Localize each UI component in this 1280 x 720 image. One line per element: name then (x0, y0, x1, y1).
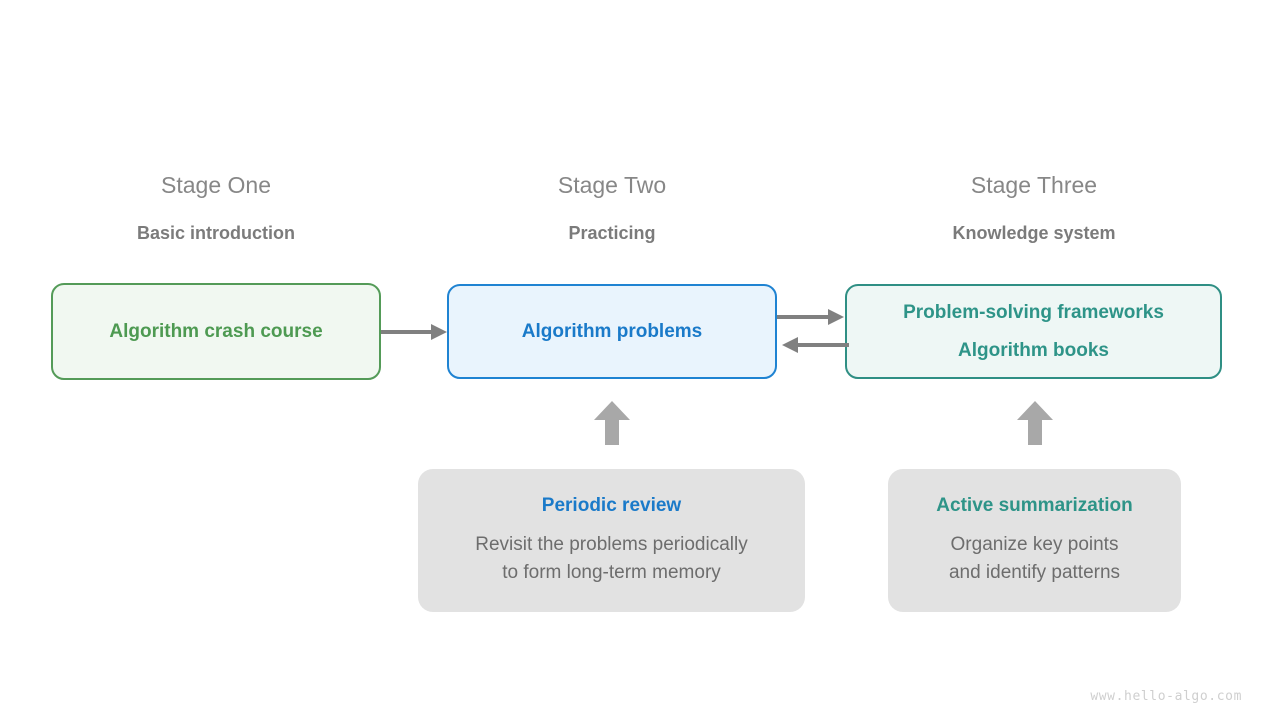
stage-three-box-line-2: Algorithm books (958, 339, 1109, 361)
stage-one-title: Stage One (161, 172, 271, 198)
stage-three-title: Stage Three (970, 172, 1098, 198)
note-periodic-review-body-line-2: to form long-term memory (502, 561, 721, 583)
arrow-stage-two-to-stage-three (777, 309, 844, 325)
stage-three-box[interactable]: Problem-solving frameworks Algorithm boo… (845, 284, 1222, 379)
stage-two-subtitle: Practicing (568, 223, 656, 243)
note-periodic-review-body-line-1: Revisit the problems periodically (475, 534, 748, 556)
stage-one-box-line-1: Algorithm crash course (109, 320, 323, 342)
stage-two-box[interactable]: Algorithm problems (447, 284, 777, 379)
stage-two-title: Stage Two (557, 172, 667, 198)
stage-two-box-line-1: Algorithm problems (521, 320, 703, 342)
stage-one-box[interactable]: Algorithm crash course (51, 283, 381, 380)
arrow-periodic-review-to-stage-two (594, 401, 630, 445)
stage-three-box-line-1: Problem-solving frameworks (903, 302, 1164, 324)
watermark: www.hello-algo.com (1090, 689, 1242, 704)
stage-three-subtitle: Knowledge system (952, 223, 1116, 243)
note-periodic-review-title: Periodic review (541, 494, 682, 516)
note-card-periodic-review[interactable]: Periodic review Revisit the problems per… (418, 469, 805, 612)
note-active-summarization-title: Active summarization (936, 494, 1133, 516)
arrow-stage-three-to-stage-two (782, 337, 849, 353)
stage-one-subtitle: Basic introduction (136, 223, 295, 243)
note-card-active-summarization[interactable]: Active summarization Organize key points… (888, 469, 1181, 612)
note-active-summarization-body-line-2: and identify patterns (948, 561, 1121, 583)
arrow-stage-one-to-stage-two (381, 324, 447, 340)
arrow-active-summarization-to-stage-three (1017, 401, 1053, 445)
note-active-summarization-body-line-1: Organize key points (950, 534, 1119, 556)
